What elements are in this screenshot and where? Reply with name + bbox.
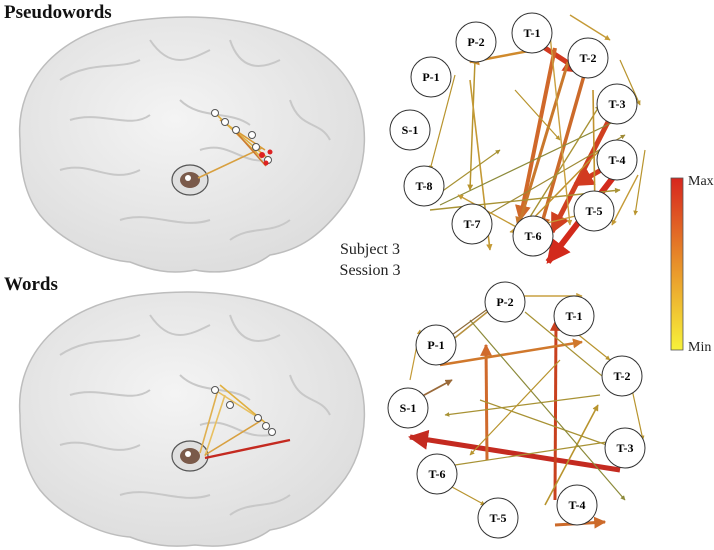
pseudowords-title: Pseudowords bbox=[4, 2, 112, 23]
node-label: T-3 bbox=[617, 441, 634, 455]
node-t7-top: T-7 bbox=[451, 203, 493, 245]
words-network: P-2 T-1 P-1 T-2 S-1 T-3 T-6 T-4 T-5 bbox=[387, 281, 646, 539]
brain-bottom bbox=[18, 291, 366, 547]
node-label: P-2 bbox=[467, 35, 484, 49]
node-label: T-2 bbox=[614, 369, 631, 383]
node-p1-top: P-1 bbox=[410, 56, 452, 98]
node-t3-bottom: T-3 bbox=[604, 427, 646, 469]
session-label: Session 3 bbox=[339, 262, 401, 279]
node-label: P-1 bbox=[422, 70, 439, 84]
node-t1-top: T-1 bbox=[511, 12, 553, 54]
colorbar-max-label: Max bbox=[688, 174, 714, 189]
node-t6-bottom: T-6 bbox=[416, 453, 458, 495]
colorbar-min-label: Min bbox=[688, 340, 712, 355]
node-label: P-2 bbox=[496, 295, 513, 309]
node-t1-bottom: T-1 bbox=[553, 295, 595, 337]
node-label: T-7 bbox=[464, 217, 481, 231]
colorbar bbox=[670, 177, 684, 351]
node-label: S-1 bbox=[402, 123, 419, 137]
node-t8-top: T-8 bbox=[403, 165, 445, 207]
node-label: T-1 bbox=[566, 309, 583, 323]
node-t4-bottom: T-4 bbox=[556, 484, 598, 526]
node-t2-bottom: T-2 bbox=[601, 355, 643, 397]
node-label: T-4 bbox=[569, 498, 586, 512]
subject-label: Subject 3 bbox=[340, 241, 400, 258]
node-label: P-1 bbox=[427, 338, 444, 352]
node-p1-bottom: P-1 bbox=[415, 324, 457, 366]
node-label: T-5 bbox=[490, 511, 507, 525]
pseudowords-nodes: P-2 T-1 T-2 P-1 T-3 S-1 T-4 T-8 T-5 T-7 … bbox=[389, 12, 638, 257]
words-title: Words bbox=[4, 274, 58, 295]
node-t6-top: T-6 bbox=[512, 215, 554, 257]
node-s1-top: S-1 bbox=[389, 109, 431, 151]
node-label: T-3 bbox=[609, 97, 626, 111]
node-label: T-6 bbox=[525, 229, 542, 243]
node-label: T-4 bbox=[609, 153, 626, 167]
node-label: S-1 bbox=[400, 401, 417, 415]
node-label: T-8 bbox=[416, 179, 433, 193]
pseudowords-network: P-2 T-1 T-2 P-1 T-3 S-1 T-4 T-8 T-5 T-7 … bbox=[389, 12, 646, 264]
node-label: T-2 bbox=[580, 51, 597, 65]
node-t3-top: T-3 bbox=[596, 83, 638, 125]
node-label: T-5 bbox=[586, 204, 603, 218]
brain-top bbox=[18, 16, 366, 273]
node-p2-bottom: P-2 bbox=[484, 281, 526, 323]
node-t5-top: T-5 bbox=[573, 190, 615, 232]
pseudowords-edges bbox=[428, 14, 646, 264]
words-nodes: P-2 T-1 P-1 T-2 S-1 T-3 T-6 T-4 T-5 bbox=[387, 281, 646, 539]
node-t4-top: T-4 bbox=[596, 139, 638, 181]
node-label: T-1 bbox=[524, 26, 541, 40]
node-t2-top: T-2 bbox=[567, 37, 609, 79]
node-p2-top: P-2 bbox=[455, 21, 497, 63]
node-s1-bottom: S-1 bbox=[387, 387, 429, 429]
node-t5-bottom: T-5 bbox=[477, 497, 519, 539]
node-label: T-6 bbox=[429, 467, 446, 481]
